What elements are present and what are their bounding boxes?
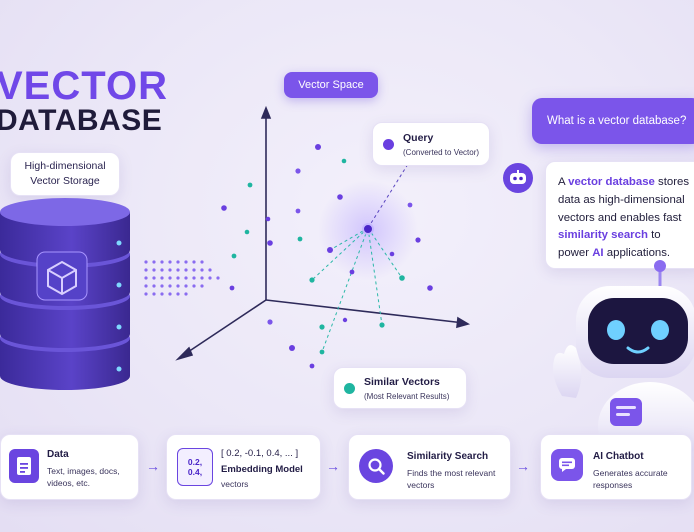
query-point bbox=[362, 223, 374, 235]
vector-points bbox=[221, 144, 433, 369]
answer-highlight: AI bbox=[592, 247, 604, 260]
step-embedding-desc: vectors bbox=[221, 479, 249, 489]
chat-icon bbox=[551, 449, 583, 481]
search-icon bbox=[359, 449, 393, 483]
answer-highlight: vector database bbox=[568, 176, 655, 188]
step-similarity-desc-2: vectors bbox=[407, 480, 435, 490]
step-embedding-title: Embedding Model bbox=[221, 464, 303, 475]
title-vector: VECTOR bbox=[0, 64, 168, 108]
step-chatbot-title: AI Chatbot bbox=[593, 451, 644, 462]
answer-text: stores data as high-dimensional vectors … bbox=[558, 176, 690, 224]
answer-text: A bbox=[558, 176, 569, 188]
storage-label-line2: Vector Storage bbox=[30, 175, 100, 187]
query-card: Query (Converted to Vector) bbox=[372, 122, 490, 166]
step-data-card: Data Text, images, docs, videos, etc. bbox=[0, 434, 139, 500]
step-chatbot-desc-1: Generates accurate bbox=[593, 468, 668, 478]
step-chatbot-desc-2: responses bbox=[593, 480, 633, 490]
step-similarity-card: Similarity Search Finds the most relevan… bbox=[348, 434, 511, 500]
similar-subtitle: (Most Relevant Results) bbox=[364, 392, 450, 401]
robot-mascot bbox=[553, 260, 694, 456]
document-icon bbox=[9, 449, 39, 483]
similar-dot bbox=[344, 383, 355, 394]
similarity-lines bbox=[311, 227, 403, 353]
arrow-icon: → bbox=[326, 458, 340, 474]
answer-text: applications. bbox=[603, 247, 671, 260]
arrow-icon: → bbox=[146, 458, 160, 474]
chat-question-bubble: What is a vector database? bbox=[532, 98, 694, 144]
data-stream bbox=[144, 260, 220, 296]
step-similarity-desc-1: Finds the most relevant bbox=[407, 468, 496, 478]
database-icon bbox=[0, 198, 130, 390]
title-database: DATABASE bbox=[0, 104, 163, 137]
chat-answer-card: A vector database stores data as high-di… bbox=[545, 161, 694, 269]
robot-icon bbox=[503, 163, 533, 193]
arrow-icon: → bbox=[516, 458, 530, 474]
vector-brackets-icon: 0.2, 0.4, bbox=[177, 448, 213, 486]
cube-icon bbox=[36, 251, 88, 301]
step-embedding-card: 0.2, 0.4, [ 0.2, -0.1, 0.4, ... ] Embedd… bbox=[166, 434, 321, 500]
similar-title: Similar Vectors bbox=[364, 376, 440, 388]
vector-space-label: Vector Space bbox=[284, 72, 378, 98]
axis-z bbox=[181, 299, 267, 357]
step-data-title: Data bbox=[47, 449, 69, 460]
step-data-desc-2: videos, etc. bbox=[47, 478, 90, 488]
storage-label-line1: High-dimensional bbox=[24, 159, 106, 172]
similar-vectors-card: Similar Vectors (Most Relevant Results) bbox=[333, 367, 467, 409]
query-dot bbox=[383, 139, 394, 150]
step-data-desc-1: Text, images, docs, bbox=[47, 466, 120, 476]
query-title: Query bbox=[403, 132, 434, 144]
query-subtitle: (Converted to Vector) bbox=[403, 148, 480, 157]
storage-label-card: High-dimensional Vector Storage bbox=[10, 152, 120, 196]
step-embedding-vector-text: [ 0.2, -0.1, 0.4, ... ] bbox=[221, 448, 299, 459]
icon-text: 0.2, bbox=[187, 456, 203, 467]
answer-text: to power bbox=[558, 229, 661, 260]
step-chatbot-card: AI Chatbot Generates accurate responses bbox=[540, 434, 692, 500]
answer-highlight: similarity search bbox=[558, 229, 648, 242]
query-connector bbox=[367, 163, 409, 229]
axis-x bbox=[265, 299, 465, 324]
step-similarity-title: Similarity Search bbox=[407, 451, 489, 462]
icon-text: 0.4, bbox=[187, 467, 203, 477]
